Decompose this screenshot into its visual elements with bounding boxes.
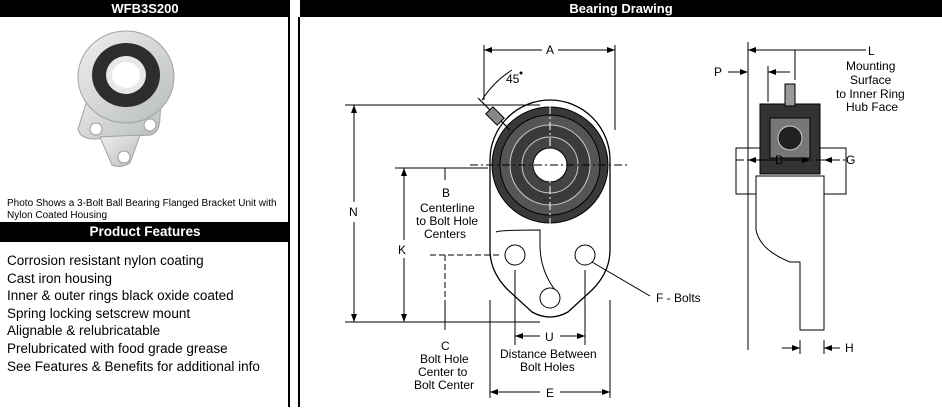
feature-list: Corrosion resistant nylon coating Cast i…	[7, 252, 260, 375]
dim-u-label: U	[545, 330, 554, 344]
hub-face-label: Hub Face	[846, 100, 898, 114]
center-to-label: Center to	[418, 365, 468, 379]
bolt-center-label: Bolt Center	[414, 378, 474, 392]
dim-b-label: B	[442, 186, 450, 200]
drawing-title: Bearing Drawing	[569, 1, 673, 16]
photo-caption: Photo Shows a 3-Bolt Ball Bearing Flange…	[7, 198, 277, 221]
feature-item: Cast iron housing	[7, 270, 113, 286]
product-title: WFB3S200	[111, 1, 179, 16]
to-bolt-hole-label: to Bolt Hole	[416, 214, 478, 228]
to-inner-ring-label: to Inner Ring	[836, 87, 905, 101]
features-title: Product Features	[89, 224, 201, 239]
feature-item: Alignable & relubricatable	[7, 323, 161, 339]
drawing-panel-border	[298, 17, 300, 407]
distance-between-label: Distance Between	[500, 347, 597, 361]
bearing-drawing-svg: A 45 N B Centerline to Bolt Hole Centers…	[345, 42, 905, 400]
dim-k-label: K	[398, 243, 406, 257]
product-photo: Photo Shows a 3-Bolt Ball Bearing Flange…	[0, 17, 288, 221]
dim-a-label: A	[546, 43, 554, 57]
feature-item: Inner & outer rings black oxide coated	[7, 288, 234, 304]
centerline-label: Centerline	[420, 201, 475, 215]
bolt-holes-label: Bolt Holes	[520, 360, 575, 374]
feature-item: Corrosion resistant nylon coating	[7, 253, 204, 268]
feature-item: Spring locking setscrew mount	[7, 305, 191, 321]
dim-c-label: C	[441, 339, 450, 353]
dim-h-label: H	[845, 341, 854, 355]
dim-p-label: P	[714, 65, 722, 79]
angle-label: 45	[506, 72, 520, 86]
drawing-title-bar: Bearing Drawing	[300, 0, 942, 17]
mounting-label: Mounting	[846, 59, 895, 73]
dim-n-label: N	[349, 205, 358, 219]
feature-item: See Features & Benefits for additional i…	[7, 358, 260, 374]
surface-label: Surface	[850, 73, 892, 87]
degree-symbol	[519, 71, 523, 75]
dim-l-label: L	[868, 44, 875, 58]
f-bolts-label: F - Bolts	[656, 291, 701, 305]
panel-divider	[288, 17, 290, 407]
features-title-bar: Product Features	[0, 222, 290, 242]
bolt-hole-label: Bolt Hole	[420, 352, 469, 366]
bearing-photo-image	[77, 30, 175, 168]
feature-item: Prelubricated with food grade grease	[7, 340, 228, 356]
dim-d-label: D	[775, 153, 784, 167]
centers-label: Centers	[424, 227, 466, 241]
product-title-bar: WFB3S200	[0, 0, 290, 17]
dim-e-label: E	[546, 386, 554, 400]
dim-g-label: G	[846, 153, 855, 167]
bearing-drawing: A 45 N B Centerline to Bolt Hole Centers…	[300, 17, 942, 407]
